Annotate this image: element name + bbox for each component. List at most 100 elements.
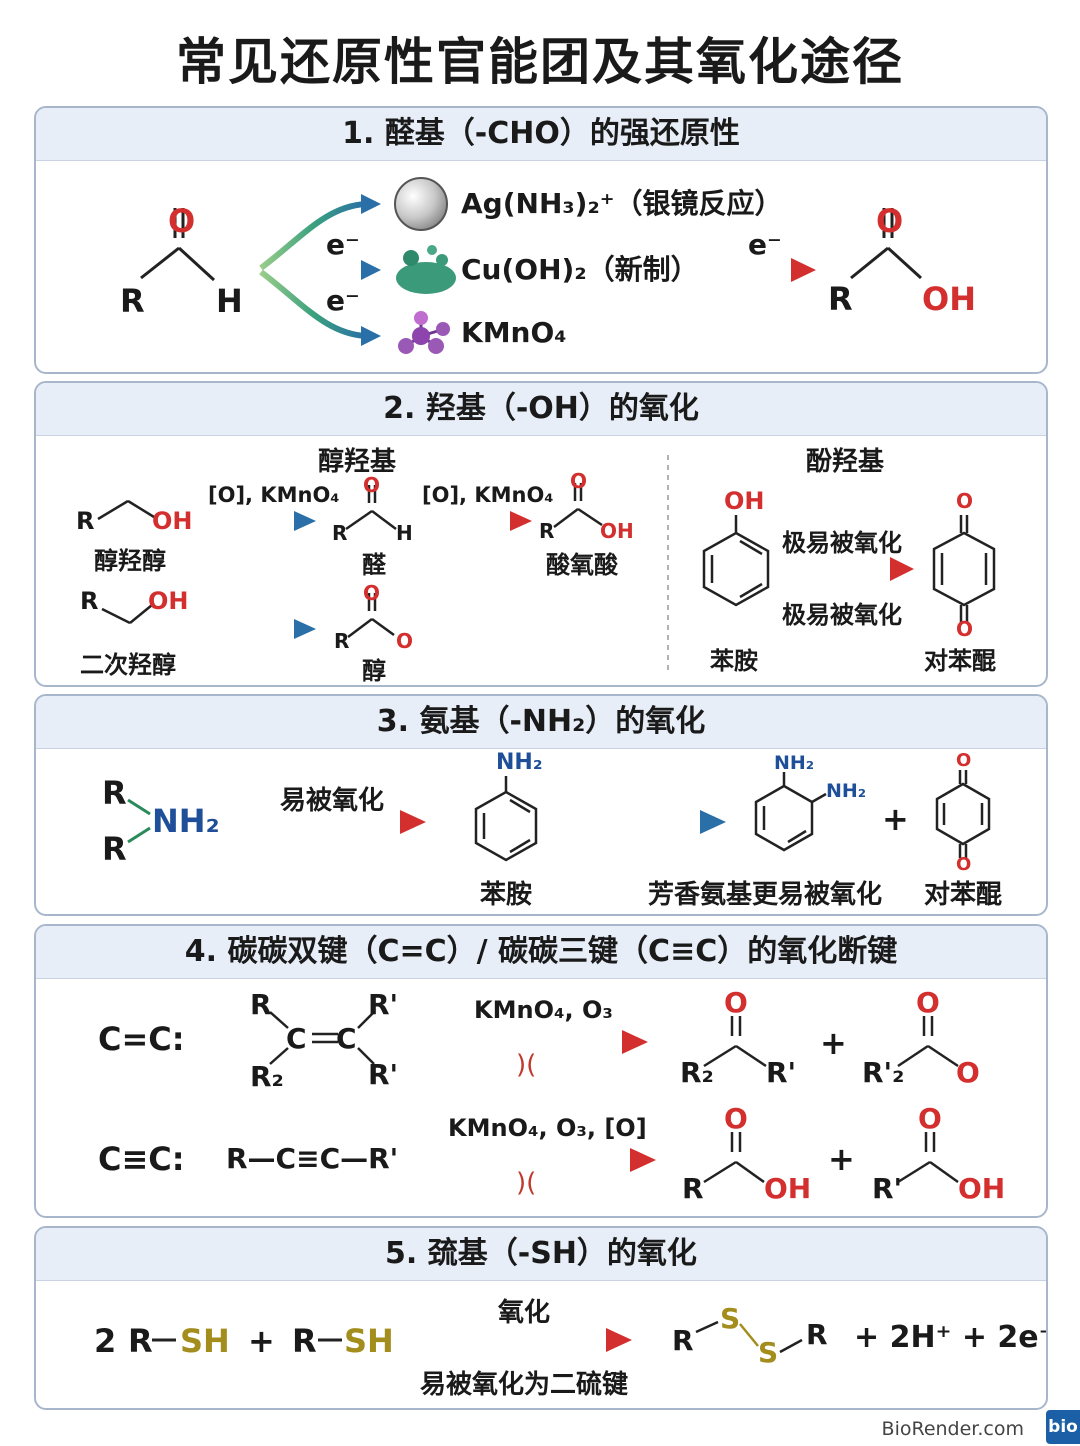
panel-alkene-title: 4. 碳碳双键（C=C）/ 碳碳三键（C≡C）的氧化断键 — [36, 926, 1046, 979]
acid1-r: R — [682, 1172, 704, 1205]
ald-o: O — [363, 473, 381, 497]
alc-oh: OH — [152, 507, 193, 535]
ketone-label: 醇 — [362, 657, 386, 685]
thiol-plus: + — [248, 1322, 275, 1360]
page-title: 常见还原性官能团及其氧化途径 — [176, 33, 904, 91]
quinone-label: 对苯醌 — [924, 647, 996, 675]
panel-alkene-alkyne: 4. 碳碳双键（C=C）/ 碳碳三键（C≡C）的氧化断键 C=C: R R₂ C… — [34, 924, 1048, 1218]
panel-thiol-title: 5. 巯基（-SH）的氧化 — [36, 1228, 1046, 1281]
phenol-condition-bottom: 极易被氧化 — [782, 601, 902, 629]
atom-h: H — [216, 282, 243, 320]
ald-h: H — [396, 521, 413, 545]
acid2-rp: R' — [872, 1172, 903, 1205]
reagent-copper: Cu(OH)₂（新制） — [461, 253, 699, 286]
acid-r: R — [539, 519, 555, 543]
quinone2-o-top: O — [956, 750, 972, 771]
alcohol-heading: 醇羟基 — [318, 447, 397, 477]
amine-r-top: R — [102, 774, 127, 812]
alkene-condition: KMnO₄, O₃ — [474, 996, 613, 1024]
alkene-c1: C — [286, 1022, 307, 1055]
alkyne-label: C≡C: — [98, 1140, 185, 1178]
quinone-o-top: O — [956, 489, 974, 513]
reagent-kmno4: KMnO₄ — [461, 316, 567, 349]
amino-product-label: 芳香氨基更易被氧化 — [648, 880, 883, 910]
alkyne-plus: + — [828, 1140, 855, 1178]
cleave-symbol-1: )( — [516, 1050, 537, 1080]
ketone-r2: R₂ — [680, 1056, 714, 1089]
thiol-condition-top: 氧化 — [498, 1298, 551, 1328]
product-atom-oh: OH — [922, 280, 976, 318]
secondary-alcohol-label: 二次羟醇 — [80, 651, 176, 679]
atom-r: R — [120, 282, 145, 320]
ket-o-top: O — [363, 581, 381, 605]
footer-brand[interactable]: BioRender.com — [881, 1418, 1024, 1440]
thiol-coefficient: 2 — [94, 1322, 117, 1360]
thiol-condition-bottom: 易被氧化为二硫键 — [420, 1370, 629, 1400]
amino-quinone-label: 对苯醌 — [924, 880, 1003, 910]
quinone2-o-bottom: O — [956, 854, 972, 875]
prod2-o-right: O — [956, 1056, 980, 1089]
panel-thiol: 5. 巯基（-SH）的氧化 2 R SH + R SH 氧化 易被氧化为二硫键 … — [34, 1226, 1048, 1410]
alkene-rp-top: R' — [368, 988, 399, 1021]
electron-label-main: e⁻ — [748, 228, 782, 261]
arrow-to-silver — [259, 201, 367, 271]
electron-label-top: e⁻ — [326, 228, 360, 261]
diamine-ring — [754, 772, 827, 852]
alkene-label: C=C: — [98, 1020, 185, 1058]
ketone-rp: R' — [766, 1056, 797, 1089]
acid2-o: O — [918, 1102, 942, 1135]
phenol-ring — [702, 515, 770, 607]
thiol-byproducts: + 2H⁺ + 2e⁻ — [854, 1320, 1048, 1355]
reagent-silver: Ag(NH₃)₂⁺（银镜反应） — [461, 187, 783, 220]
ket-r: R — [334, 629, 350, 653]
alc-r: R — [76, 507, 95, 535]
sec-oh: OH — [148, 587, 189, 615]
prod2-o-top: O — [916, 986, 940, 1019]
alkene-r2: R₂ — [250, 1060, 284, 1093]
panel-amino-title: 3. 氨基（-NH₂）的氧化 — [36, 696, 1046, 749]
panel-hydroxyl: 2. 羟基（-OH）的氧化 — [34, 381, 1048, 687]
phenol-heading: 酚羟基 — [806, 447, 885, 477]
alkyne-structure: R—C≡C—R' — [226, 1142, 399, 1175]
alkene-plus: + — [820, 1024, 847, 1062]
acid2-oh: OH — [958, 1172, 1006, 1205]
panel-amino: 3. 氨基（-NH₂）的氧化 R R NH₂ — [34, 694, 1048, 916]
primary-alcohol-label: 醇羟醇 — [94, 547, 166, 575]
alkene-r: R — [250, 988, 272, 1021]
copper-hydroxide-precipitate-icon — [396, 245, 456, 294]
disulfide-r-left: R — [672, 1324, 694, 1357]
amine-r-bottom: R — [102, 830, 127, 868]
condition-1: [O], KMnO₄ — [208, 483, 340, 507]
amino-bonds-svg — [127, 770, 991, 862]
thiol1-r: R — [128, 1322, 153, 1360]
aniline-label: 苯胺 — [480, 880, 533, 910]
panel-hydroxyl-title: 2. 羟基（-OH）的氧化 — [36, 383, 1046, 436]
aniline-ring — [474, 776, 538, 862]
aldehyde-label: 醛 — [362, 551, 386, 579]
prod2-rp2: R'₂ — [862, 1056, 905, 1089]
amino-plus: + — [882, 800, 909, 838]
ket-o-right: O — [396, 629, 414, 653]
electron-label-bottom: e⁻ — [326, 284, 360, 317]
product-atom-o: O — [876, 202, 904, 240]
disulfide-s2: S — [758, 1336, 779, 1369]
biorender-logo[interactable]: bio — [1046, 1410, 1080, 1444]
thiol1-sh: SH — [180, 1322, 230, 1360]
permanganate-molecule-icon — [398, 311, 450, 354]
diamine-nh2-top: NH₂ — [774, 752, 815, 774]
alkyne-condition: KMnO₄, O₃, [O] — [448, 1114, 647, 1142]
thiol-bonds-svg — [152, 1320, 803, 1354]
silver-mirror-icon — [394, 177, 448, 231]
ketone-o: O — [724, 986, 748, 1019]
product-atom-r: R — [828, 280, 853, 318]
disulfide-s1: S — [720, 1302, 741, 1335]
acid1-oh: OH — [764, 1172, 812, 1205]
panel-aldehyde-title: 1. 醛基（-CHO）的强还原性 — [36, 108, 1046, 161]
thiol2-sh: SH — [344, 1322, 394, 1360]
quinone-o-bottom: O — [956, 617, 974, 641]
alkene-rp-bottom: R' — [368, 1058, 399, 1091]
acid-o: O — [570, 469, 588, 493]
amine-nh2: NH₂ — [152, 802, 220, 840]
amino-condition: 易被氧化 — [280, 786, 385, 816]
aldehyde-bonds-svg — [140, 177, 923, 354]
